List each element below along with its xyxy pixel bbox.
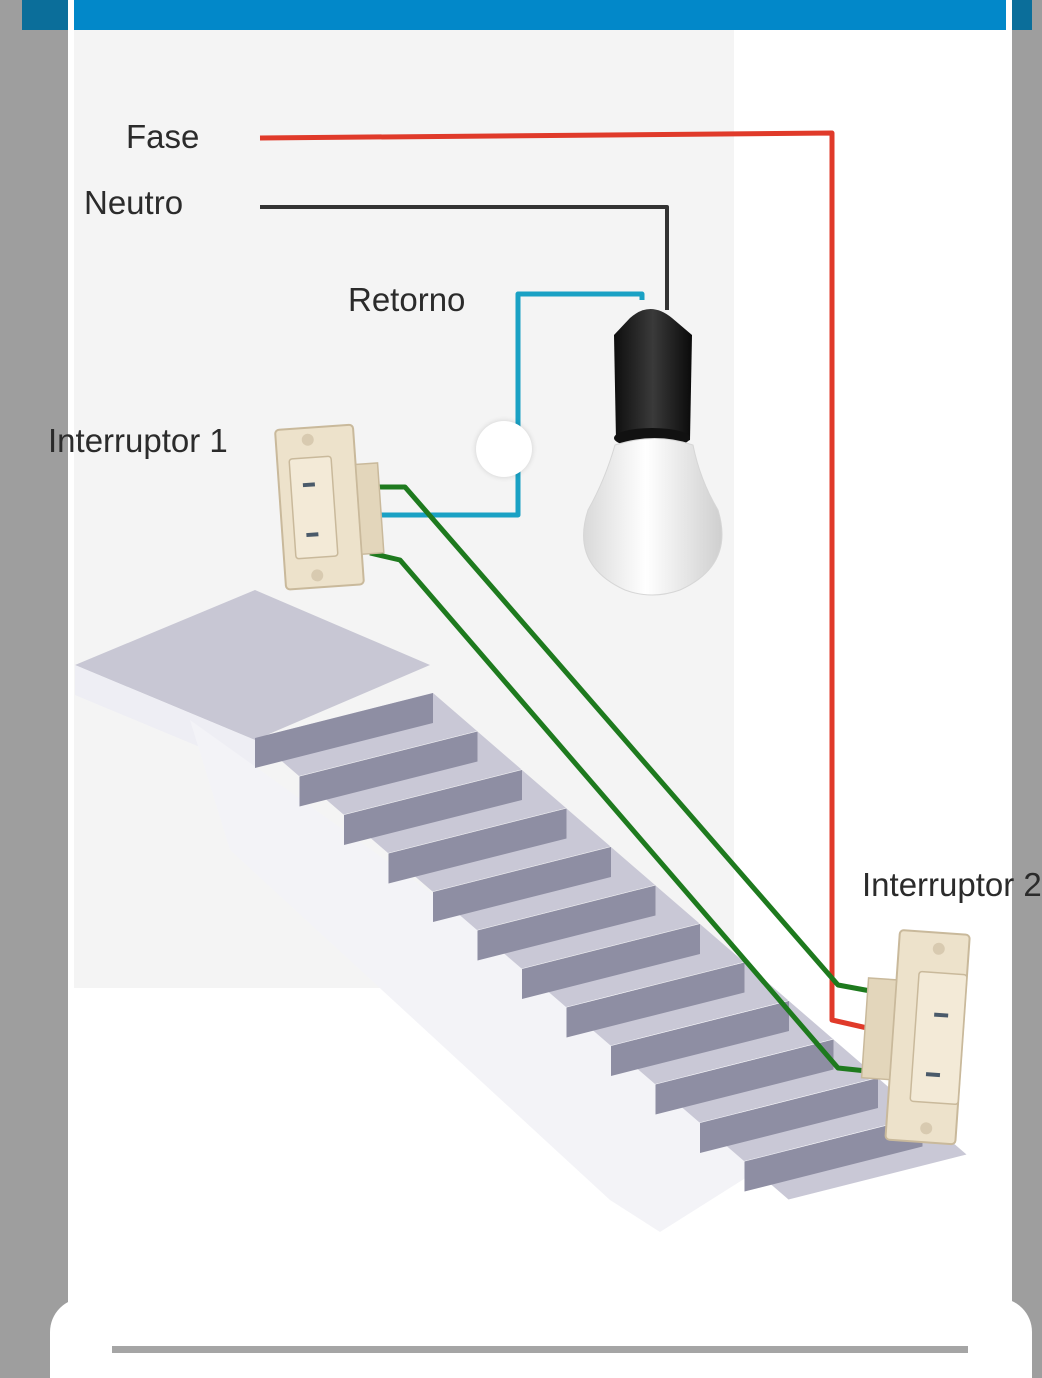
switch-icon [274, 423, 385, 591]
staircase-icon [75, 590, 967, 1232]
stair-step-riser [566, 962, 745, 1038]
wiring-diagram [75, 130, 971, 1232]
stair-step-riser [700, 1078, 878, 1153]
stair-step-riser [477, 885, 656, 961]
label-fase: Fase [126, 118, 200, 155]
switch2-terminal-block [860, 977, 898, 1081]
switch1-screw-top [301, 433, 314, 446]
neutro-wire [260, 205, 669, 310]
fase-wire [259, 130, 877, 1033]
label-interruptor-1: Interruptor 1 [48, 422, 228, 459]
switch1-mark-top [302, 482, 316, 488]
label-neutro: Neutro [84, 184, 184, 221]
lightbulb-icon [583, 309, 723, 596]
switch2-mark-top [934, 1012, 949, 1018]
top-bar-left [22, 0, 68, 30]
switch1-terminal-block [354, 462, 385, 556]
bulb-socket [614, 309, 692, 448]
switch2-screw-bottom [920, 1122, 933, 1135]
retorno-wire [380, 291, 645, 518]
label-retorno: Retorno [348, 281, 466, 318]
stair-step-riser [388, 808, 567, 884]
switch2-rocker [909, 970, 968, 1106]
switch2-screw-top [932, 942, 945, 955]
traveler-wire-2 [369, 550, 877, 1075]
bottom-sheet-handle[interactable] [112, 1346, 968, 1353]
switch1-screw-bottom [311, 569, 324, 582]
stair-step-riser [655, 1039, 834, 1115]
stair-step-riser [299, 731, 478, 807]
stair-step-riser [344, 770, 522, 845]
stair-step-riser [611, 1001, 789, 1076]
stair-landing-top [75, 590, 430, 740]
switch-icon [860, 929, 971, 1146]
label-interruptor-2: Interruptor 2 [862, 866, 1042, 903]
stair-step-riser [744, 1116, 923, 1192]
stair-side [190, 720, 790, 1232]
stair-step-riser [255, 693, 433, 768]
touch-indicator[interactable] [476, 421, 532, 477]
stair-step-riser [433, 847, 611, 922]
bulb-glass [583, 438, 723, 596]
stair-step-riser [522, 924, 700, 999]
bottom-sheet[interactable] [50, 1298, 1032, 1378]
stair-steps [255, 693, 967, 1200]
label-layer: Fase Neutro Retorno Interruptor 1 Interr… [48, 118, 1042, 903]
switch1-mark-bottom [306, 532, 319, 538]
switch2-mark-bottom [925, 1072, 941, 1078]
panel-header [74, 0, 1006, 30]
traveler-wire-1 [370, 484, 877, 995]
switch1-rocker [288, 455, 339, 560]
